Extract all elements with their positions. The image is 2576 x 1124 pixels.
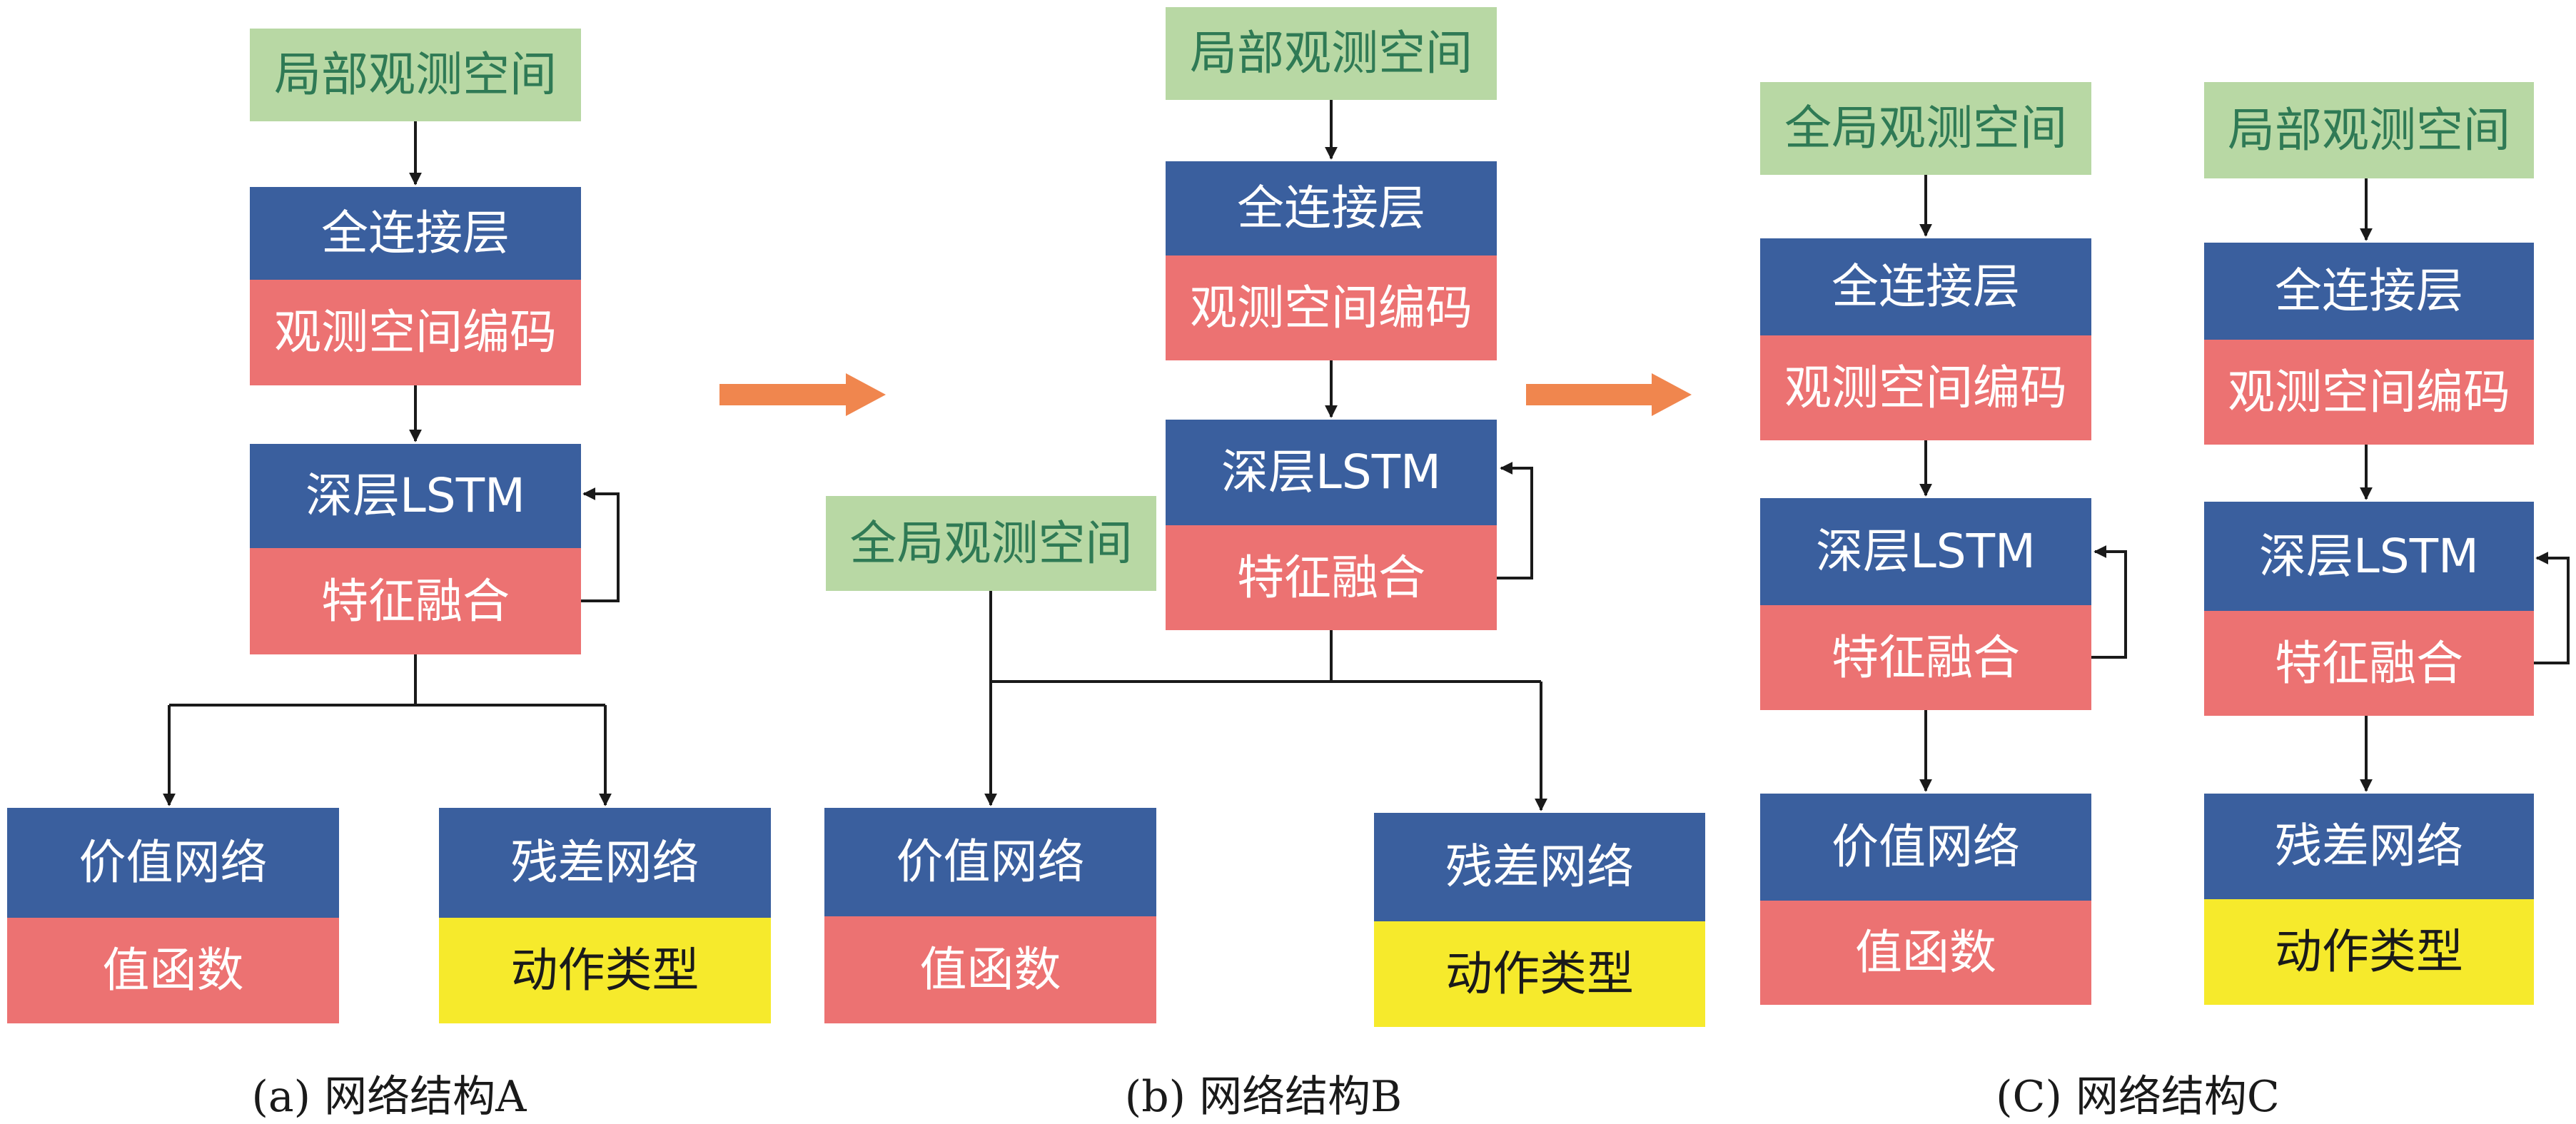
b-action-type-box: 动作类型	[1374, 921, 1705, 1027]
a-value-function-box: 值函数	[7, 918, 339, 1023]
caption-c: (C) 网络结构C	[1996, 1072, 2280, 1122]
a-feature-fusion-box: 特征融合	[250, 548, 581, 654]
b-feature-fusion-box: 特征融合	[1166, 525, 1497, 630]
b-global-observation-box: 全局观测空间	[826, 496, 1156, 591]
a-residual-network-box: 残差网络	[439, 808, 771, 918]
a-local-observation-box: 局部观测空间	[250, 29, 581, 121]
transition-arrow-a-to-b	[719, 373, 886, 416]
caption-a: (a) 网络结构A	[251, 1072, 527, 1122]
c-left-fully-connected-box: 全连接层	[1760, 238, 2091, 335]
loop-b-feedback	[1497, 462, 1533, 579]
loop-a-fusion-to-lstm	[580, 487, 620, 602]
b-value-function-box: 值函数	[824, 916, 1156, 1023]
b-value-network-box: 价值网络	[824, 808, 1156, 916]
c-right-residual-network-box: 残差网络	[2204, 794, 2534, 899]
c-right-feature-fusion-box: 特征融合	[2204, 611, 2534, 716]
c-right-observation-encoding-box: 观测空间编码	[2204, 340, 2534, 445]
c-right-action-type-box: 动作类型	[2204, 899, 2534, 1005]
a-observation-encoding-box: 观测空间编码	[250, 280, 581, 385]
c-left-feature-fusion-box: 特征融合	[1760, 605, 2091, 710]
transition-arrow-b-to-c	[1526, 373, 1692, 416]
caption-b: (b) 网络结构B	[1124, 1072, 1403, 1122]
loop-cr-feedback	[2530, 552, 2570, 664]
b-local-observation-box: 局部观测空间	[1166, 7, 1497, 100]
c-left-value-function-box: 值函数	[1760, 901, 2091, 1005]
a-deep-lstm-box: 深层LSTM	[250, 444, 581, 548]
a-action-type-box: 动作类型	[439, 918, 771, 1023]
c-left-global-observation-box: 全局观测空间	[1760, 82, 2091, 175]
c-right-fully-connected-box: 全连接层	[2204, 243, 2534, 340]
loop-cl-feedback	[2090, 545, 2127, 659]
b-residual-network-box: 残差网络	[1374, 813, 1705, 921]
b-observation-encoding-box: 观测空间编码	[1166, 255, 1497, 360]
c-left-observation-encoding-box: 观测空间编码	[1760, 335, 2091, 440]
c-right-local-observation-box: 局部观测空间	[2204, 82, 2534, 178]
c-left-deep-lstm-box: 深层LSTM	[1760, 498, 2091, 605]
c-left-value-network-box: 价值网络	[1760, 794, 2091, 901]
b-fully-connected-box: 全连接层	[1166, 161, 1497, 255]
a-fully-connected-box: 全连接层	[250, 187, 581, 280]
c-right-deep-lstm-box: 深层LSTM	[2204, 502, 2534, 611]
a-value-network-box: 价值网络	[7, 808, 339, 918]
b-deep-lstm-box: 深层LSTM	[1166, 420, 1497, 525]
